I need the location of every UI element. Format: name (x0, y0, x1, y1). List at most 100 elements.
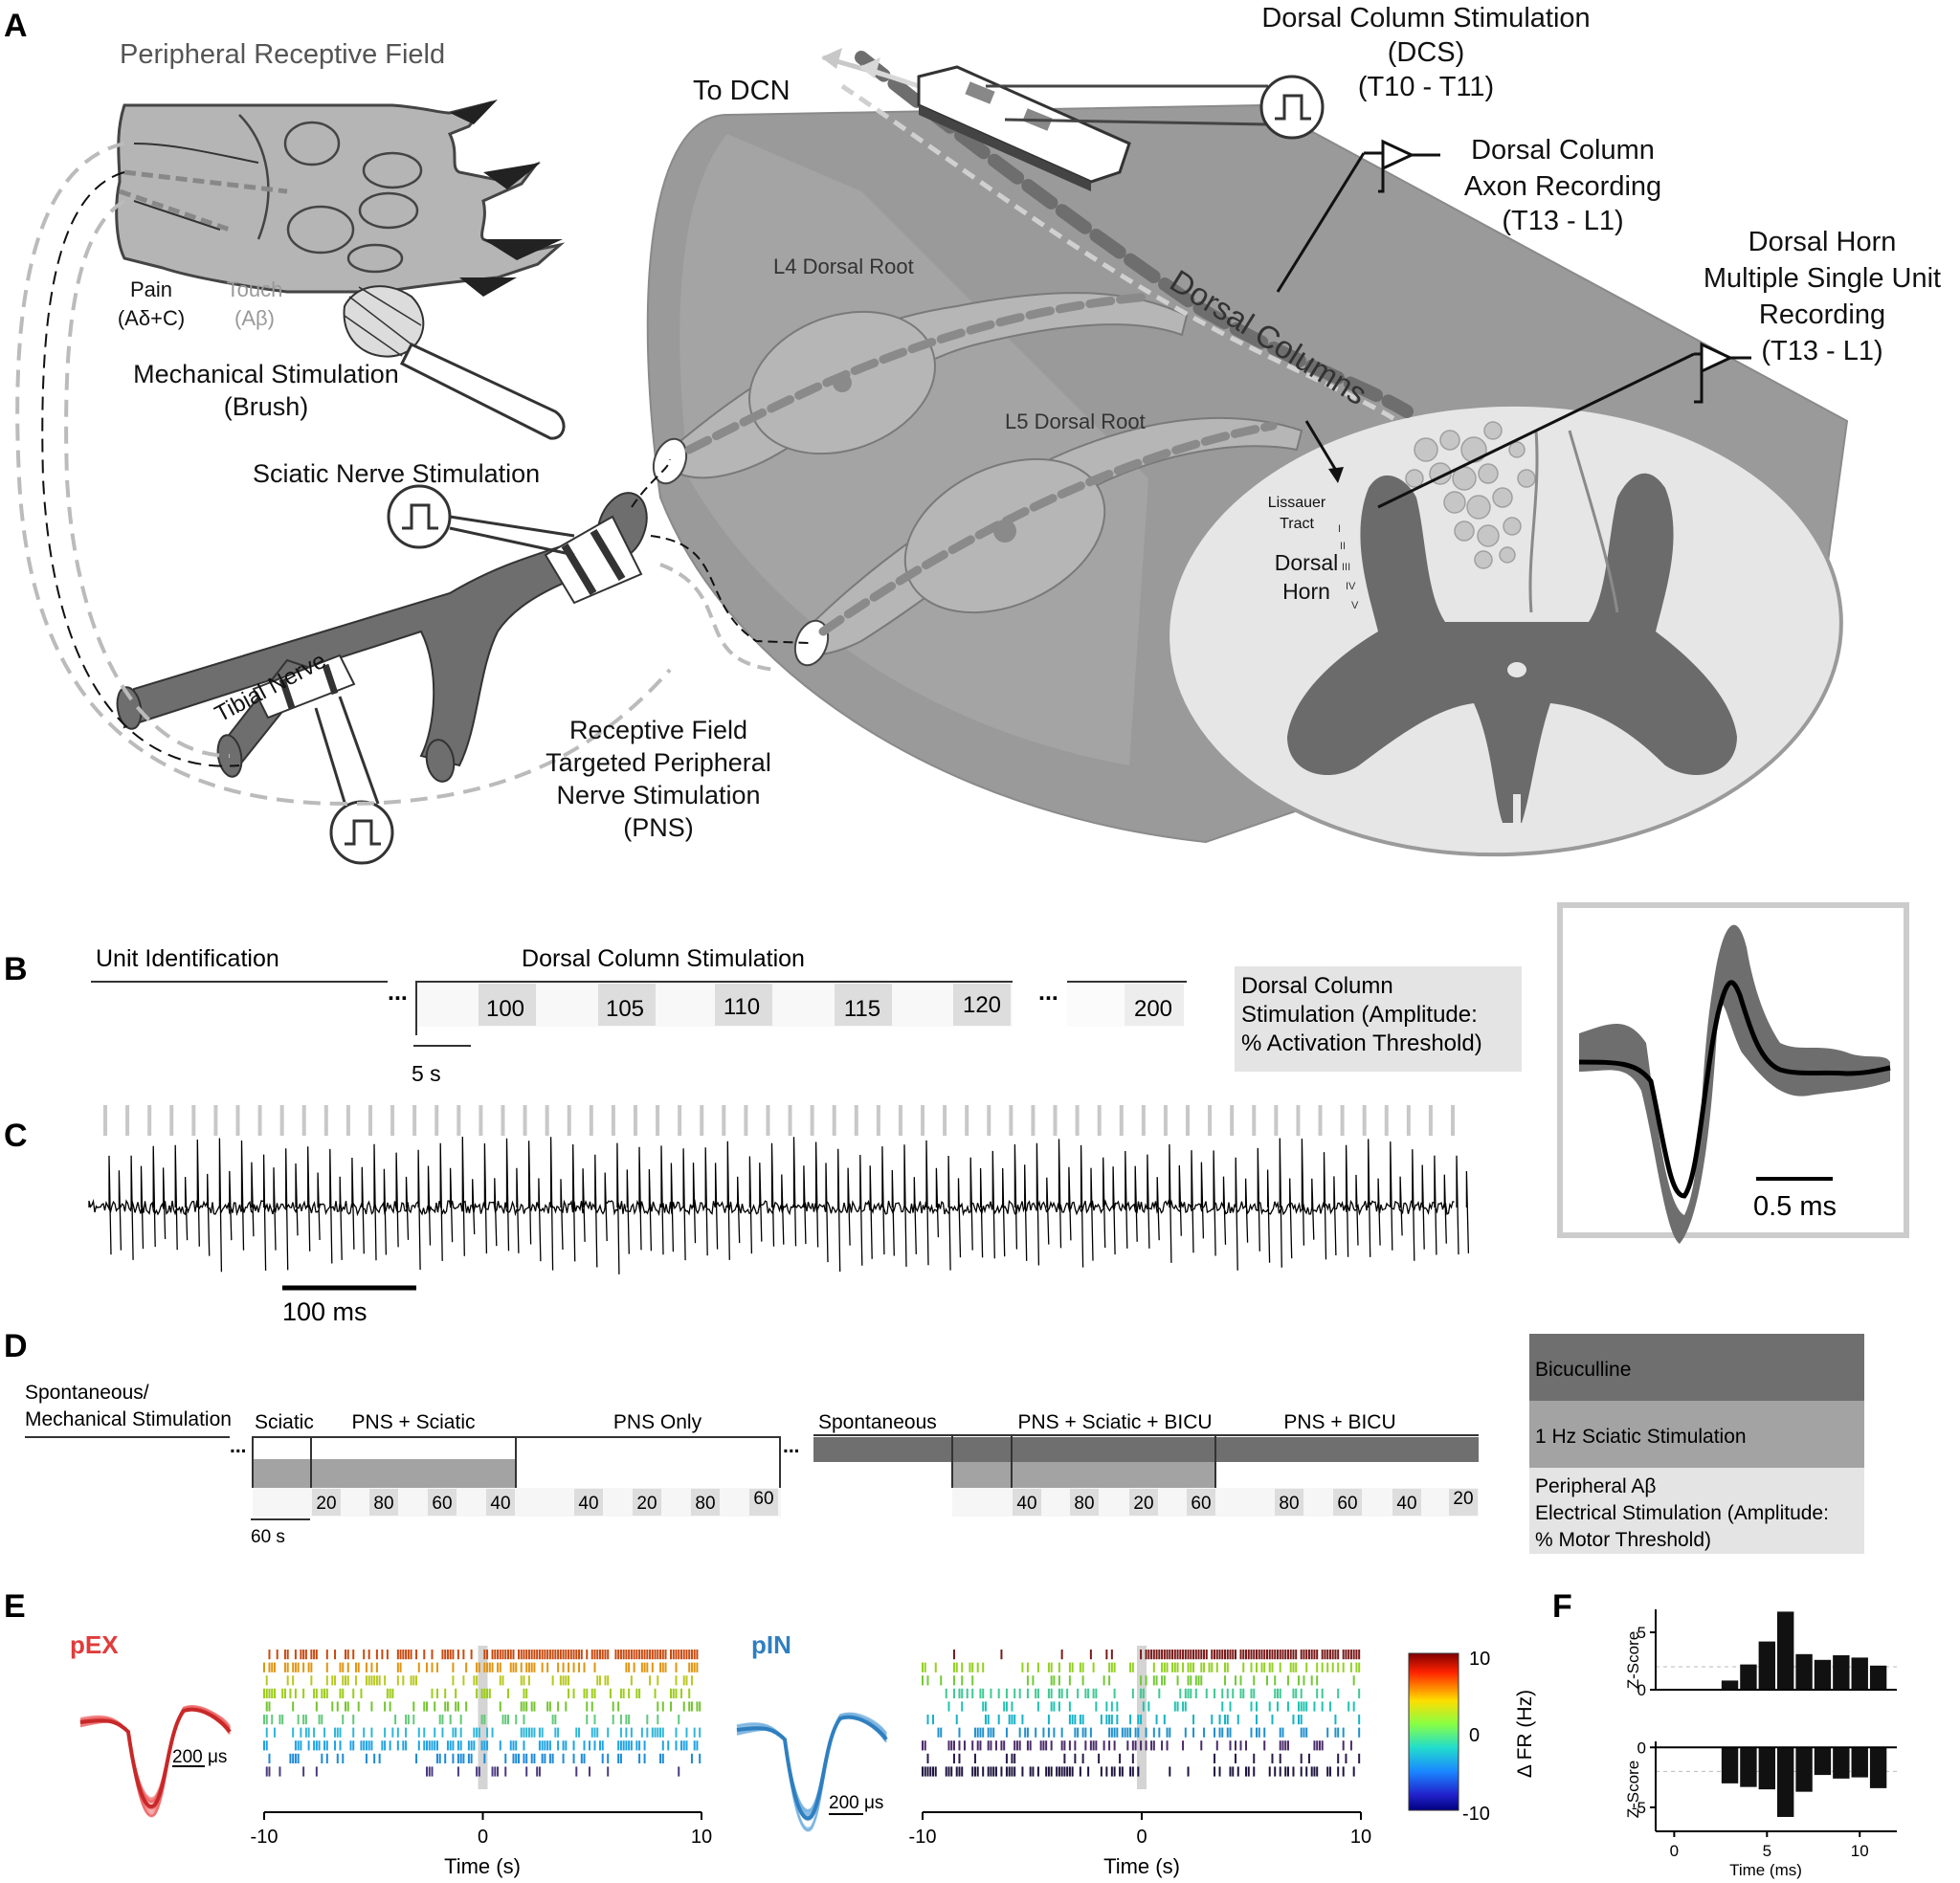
lamina-label: I (1338, 523, 1341, 535)
stimulus-marker (479, 1105, 483, 1136)
zscore-bar (1795, 1747, 1813, 1792)
dh-amplifier-icon (1700, 342, 1734, 374)
dorsal-column-axon-light (840, 83, 1399, 424)
dorsal-root-entry-line (1568, 430, 1619, 613)
stimulus-marker (191, 1105, 196, 1136)
label-pex: pEX (70, 1630, 119, 1659)
dcs-amplitude-blocks (479, 984, 1184, 1026)
pin-wave-scale-label: 200 μs (829, 1793, 883, 1813)
raster-x-tick-label: 0 (478, 1827, 488, 1848)
panel-a-illustration: Peripheral Receptive Field Pain (Aδ+C) T… (15, 3, 1941, 865)
zscore-bar (1869, 1747, 1887, 1788)
stimulus-marker (1384, 1105, 1389, 1136)
legend-bicuculline-label: Bicuculline (1535, 1359, 1631, 1381)
label-pns-line4: (PNS) (623, 813, 694, 842)
pns-stim-lead-2 (338, 696, 380, 805)
pns-amplitude-label: 60 (432, 1494, 452, 1514)
dcs-amplitude-label: 120 (963, 992, 1001, 1018)
afferent-pathway-dashed-3 (64, 199, 231, 758)
stimulus-marker (368, 1105, 372, 1136)
stimulus-marker (766, 1105, 770, 1136)
pns-stimulator-icon (329, 800, 394, 865)
zscore-bar (1833, 1747, 1850, 1779)
label-mechanical-stimulation: Mechanical Stimulation (133, 360, 399, 388)
legend-pns-line2: Electrical Stimulation (Amplitude: (1535, 1502, 1829, 1524)
stimulus-marker (633, 1105, 637, 1136)
label-spontaneous-block: Spontaneous (818, 1411, 937, 1433)
stimulus-marker (589, 1105, 593, 1136)
first-block-pns-amplitude-blocks (312, 1489, 778, 1516)
paw-claws (450, 100, 563, 297)
waveform-overlay-band (1579, 924, 1890, 1244)
stimulus-marker (1097, 1105, 1102, 1136)
stimulus-marker (1053, 1105, 1058, 1136)
label-pns-sciatic-bicu-block: PNS + Sciatic + BICU (1017, 1411, 1212, 1433)
stimulus-marker (301, 1105, 306, 1136)
sciatic-stim-lead (449, 515, 575, 538)
label-touch-fibers: (Aβ) (234, 306, 275, 330)
pns-amplitude-label: 60 (1337, 1494, 1357, 1514)
label-pns-line2: Targeted Peripheral (546, 748, 771, 777)
f-y-tick-label: 0 (1637, 1739, 1646, 1757)
pns-amplitude-label: 20 (636, 1494, 657, 1514)
label-pain-fibers: (Aδ+C) (118, 306, 185, 330)
dorsal-column-fibers (1405, 421, 1536, 569)
central-canal (1507, 662, 1526, 677)
pns-amplitude-label: 80 (695, 1494, 715, 1514)
dcs-amplitude-label: 200 (1134, 996, 1172, 1022)
label-dcs-line3: (T10 - T11) (1358, 72, 1494, 102)
legend-pns-swatch (1529, 1468, 1864, 1554)
paw-pads (238, 114, 423, 274)
stimulus-marker (1009, 1105, 1013, 1136)
label-dca-line2: Axon Recording (1464, 171, 1661, 202)
pns-amplitude-label: 40 (578, 1494, 598, 1514)
label-horn: Horn (1282, 579, 1330, 604)
to-dcn-arrow-1-head (821, 48, 842, 69)
stimulus-marker (1031, 1105, 1036, 1136)
stimulus-marker (279, 1105, 284, 1136)
label-dca-line1: Dorsal Column (1471, 135, 1655, 166)
dcs-contact-1 (965, 81, 995, 104)
scale-label-60s: 60 s (251, 1527, 285, 1547)
label-pns-sciatic-block: PNS + Sciatic (352, 1411, 476, 1433)
stimulus-marker (501, 1105, 505, 1136)
l5-root-axon (818, 421, 1278, 636)
pex-wave-scale-label: 200 μs (172, 1747, 227, 1767)
root-to-cuff-dashed-2 (650, 535, 810, 644)
colorbar-tick-label: 0 (1469, 1725, 1480, 1746)
f-x-tick-label: 5 (1763, 1842, 1771, 1860)
dca-electrode-wire (1276, 152, 1366, 293)
stimulus-marker (744, 1105, 748, 1136)
stimulus-marker (257, 1105, 262, 1136)
dcs-pulse-icon (1275, 94, 1311, 121)
dcs-electrode-base (919, 105, 1091, 191)
pns-amplitude-label: 80 (1074, 1494, 1094, 1514)
label-spontaneous-mechanical-2: Mechanical Stimulation (25, 1408, 232, 1430)
dca-amplifier-wire (1364, 151, 1440, 193)
grey-matter-butterfly (1287, 473, 1737, 823)
stimulus-marker (169, 1105, 174, 1136)
colorbar (1408, 1652, 1459, 1811)
stimulus-marker (722, 1105, 726, 1136)
pns-amplitude-label: 40 (1396, 1494, 1416, 1514)
stimulus-marker (213, 1105, 218, 1136)
label-sciatic-nerve-stimulation: Sciatic Nerve Stimulation (253, 459, 540, 488)
pns-amplitude-label: 60 (753, 1489, 773, 1509)
stimulus-marker (147, 1105, 152, 1136)
waveform-mean (736, 1715, 888, 1821)
panel-b-protocol: Unit Identification ... Dorsal Column St… (91, 902, 1909, 1244)
stimulus-marker (345, 1105, 350, 1136)
stimulus-marker (700, 1105, 704, 1136)
stimulus-marker (921, 1105, 925, 1136)
second-block-bicuculline-band (813, 1437, 1479, 1462)
panel-letters: A B C D E F (4, 8, 1572, 1625)
lamina-label: II (1340, 541, 1346, 552)
stimulus-marker (103, 1105, 107, 1136)
zscore-bar (1851, 1747, 1868, 1778)
dcs-amplitude-label: 115 (844, 996, 880, 1022)
sciatic-stimulator-icon (387, 484, 452, 549)
waveform-mean-trace (1578, 980, 1891, 1199)
stimulus-marker (412, 1105, 417, 1136)
zscore-bar (1795, 1653, 1813, 1690)
